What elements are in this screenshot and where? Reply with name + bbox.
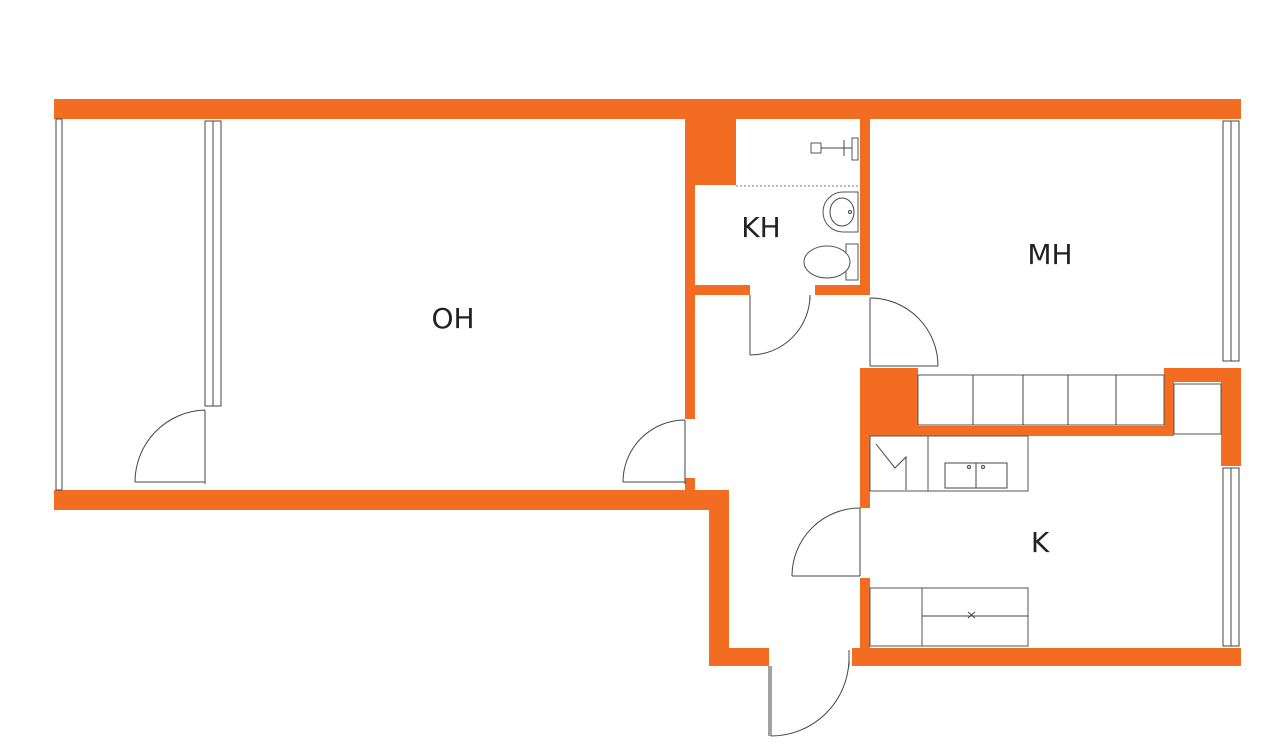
oh-right-wall-lower xyxy=(685,478,695,490)
closet xyxy=(1173,383,1222,435)
wardrobe xyxy=(917,374,1165,426)
left-wall-top-cap xyxy=(54,99,62,119)
walls xyxy=(54,99,1241,666)
balcony-outer-window xyxy=(55,118,63,491)
kitchen-door[interactable] xyxy=(791,507,861,577)
closet-right-wall xyxy=(1164,368,1174,436)
kh-bottom-wall-right xyxy=(815,285,870,295)
shower-icon xyxy=(810,137,859,161)
washbasin-icon xyxy=(822,191,859,233)
top-wall xyxy=(54,99,1241,119)
mh-bottom-wall xyxy=(860,426,1174,436)
windows xyxy=(55,118,1240,647)
kh-door[interactable] xyxy=(749,294,811,356)
doors xyxy=(134,294,939,737)
hall-left-wall xyxy=(709,490,729,666)
oh-door[interactable] xyxy=(622,419,686,484)
room-label-living-room: OH xyxy=(431,302,474,335)
right-wall-top xyxy=(1221,368,1241,466)
hall-bottom-wall-right xyxy=(852,648,1241,666)
kitchen-left-wall-upper xyxy=(860,368,870,508)
entrance-door[interactable] xyxy=(768,650,850,737)
shaft xyxy=(685,119,736,185)
toilet-icon xyxy=(803,243,859,281)
kh-bottom-wall-left xyxy=(695,285,750,295)
bottom-left-wall xyxy=(54,490,729,510)
room-label-bathroom: KH xyxy=(741,211,780,244)
room-labels: OH KH MH K xyxy=(431,211,1072,559)
balcony-door[interactable] xyxy=(134,409,206,484)
mh-door[interactable] xyxy=(869,297,939,367)
room-label-bedroom: MH xyxy=(1027,238,1072,271)
kitchen-left-wall-lower xyxy=(860,578,870,666)
room-label-kitchen: K xyxy=(1031,526,1050,559)
closet-top-wall xyxy=(1164,368,1241,382)
kitchen-counter-lower xyxy=(869,587,1029,647)
oh-right-wall-upper xyxy=(685,119,695,419)
kitchen-counter-upper xyxy=(869,435,1029,492)
hall-bottom-wall-left xyxy=(709,648,769,666)
mh-bottom-wall-block xyxy=(860,368,918,426)
fixtures xyxy=(736,137,1222,647)
kh-right-wall xyxy=(860,119,870,295)
